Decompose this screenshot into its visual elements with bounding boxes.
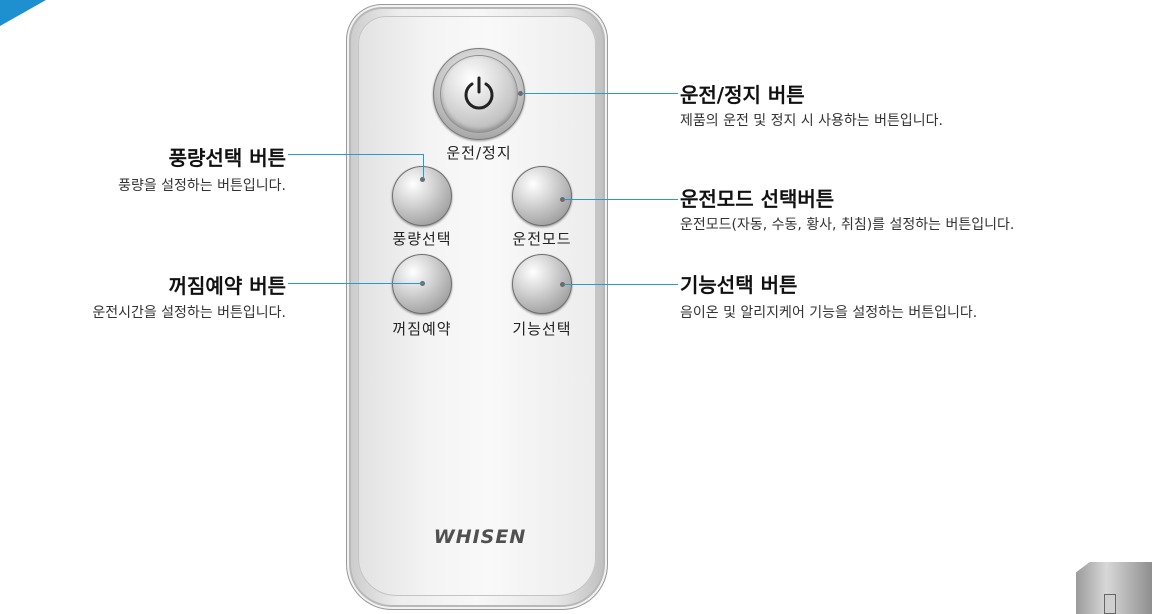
mode-callout-title: 운전모드 선택버튼 xyxy=(680,187,835,211)
power-callout-desc: 제품의 운전 및 정지 시 사용하는 버튼입니다. xyxy=(680,113,943,129)
wind-callout-dot xyxy=(420,177,425,182)
device-slot xyxy=(1104,594,1116,614)
mode-callout-line xyxy=(564,199,678,200)
timer-callout-desc: 운전시간을 설정하는 버튼입니다. xyxy=(92,305,286,321)
function-callout-desc: 음이온 및 알리지케어 기능을 설정하는 버튼입니다. xyxy=(680,305,978,321)
wind-select-label: 풍량선택 xyxy=(392,230,452,248)
mode-callout-dot xyxy=(560,197,565,202)
mode-select-label: 운전모드 xyxy=(512,230,572,248)
function-select-label: 기능선택 xyxy=(512,320,572,338)
function-callout-dot xyxy=(560,282,565,287)
power-callout-line xyxy=(522,93,678,94)
timer-callout-line xyxy=(288,283,424,284)
wind-callout-line-v xyxy=(423,154,424,179)
power-callout-dot xyxy=(518,91,523,96)
power-button[interactable] xyxy=(441,56,517,132)
function-callout-line xyxy=(564,284,678,285)
mode-callout-desc: 운전모드(자동, 수동, 황사, 취침)를 설정하는 버튼입니다. xyxy=(680,217,1015,233)
corner-accent-triangle xyxy=(0,0,46,26)
wind-select-button[interactable] xyxy=(392,166,452,226)
timer-callout-title: 꺼짐예약 버튼 xyxy=(168,274,286,298)
off-timer-label: 꺼짐예약 xyxy=(392,320,452,338)
wind-callout-desc: 풍량을 설정하는 버튼입니다. xyxy=(118,178,286,194)
power-button-label: 운전/정지 xyxy=(446,144,512,162)
power-icon xyxy=(464,76,494,110)
wind-callout-line-h xyxy=(288,154,424,155)
mode-select-button[interactable] xyxy=(512,166,572,226)
power-callout-title: 운전/정지 버튼 xyxy=(680,83,805,107)
whisen-logo: WHISEN xyxy=(433,526,527,548)
wind-callout-title: 풍량선택 버튼 xyxy=(168,146,286,170)
function-callout-title: 기능선택 버튼 xyxy=(680,273,798,297)
